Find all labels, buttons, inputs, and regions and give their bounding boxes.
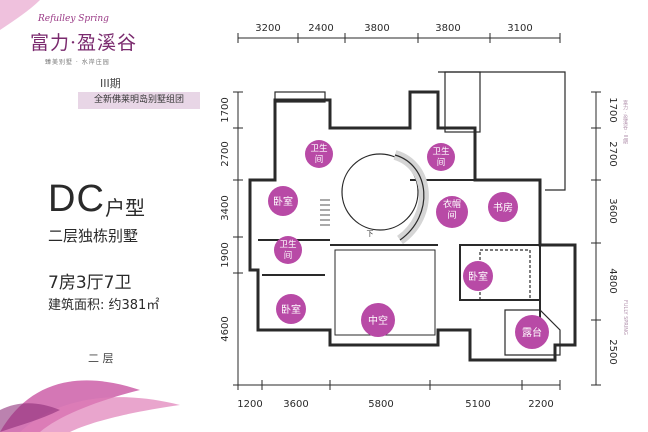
- brand-slogan: 臻美别墅 · 水岸庄园: [45, 59, 110, 66]
- room-marker-bath2: [427, 143, 455, 171]
- room-study: 书房: [493, 201, 513, 214]
- room-bath3-line1: 卫生: [279, 239, 297, 250]
- room-bedroom2: 卧室: [468, 270, 488, 283]
- room-bath1-line2: 间: [315, 155, 324, 165]
- room-bath2-line2: 间: [437, 158, 446, 168]
- room-marker-bedroom1: [268, 186, 298, 216]
- floor-label: 二 层: [88, 352, 114, 365]
- project-banner: 全新佛莱明岛别墅组团: [78, 92, 200, 109]
- dim-right-5: 2500: [607, 339, 618, 364]
- room-marker-bedroom3: [276, 294, 306, 324]
- dimension-labels: 3200 2400 3800 3800 3100 1200 3600 5800 …: [237, 23, 553, 410]
- unit-type-code: DC: [48, 178, 105, 220]
- villa-type: 二层独栋别墅: [48, 227, 139, 245]
- dim-top-1: 3200: [255, 23, 280, 34]
- room-marker-closet: [436, 196, 468, 228]
- room-bedroom3: 卧室: [281, 303, 301, 316]
- dim-left-1: 1700: [220, 97, 231, 122]
- brand-logo: 富力·盈溪谷: [30, 32, 138, 54]
- room-count: 7房3厅7卫: [48, 273, 132, 293]
- brand-script-logo: Refulley Spring: [38, 14, 109, 24]
- floor-area: 建筑面积: 约381㎡: [48, 298, 160, 313]
- dim-top-5: 3100: [507, 23, 532, 34]
- room-labels: 卫生 间 卫生 间 卧室 衣帽 间 书房 卫生 间 卧室 卧室 中空 露台 下: [268, 140, 549, 349]
- room-marker-bath1: [305, 140, 333, 168]
- dim-left-4: 1900: [220, 242, 231, 267]
- dim-bottom-3: 5800: [368, 399, 393, 410]
- room-bath3-line2: 间: [284, 251, 293, 261]
- decorative-petals: [0, 380, 180, 432]
- room-closet-line1: 衣帽: [443, 198, 461, 210]
- dim-top-3: 3800: [364, 23, 389, 34]
- room-marker-study: [488, 192, 518, 222]
- room-void: 中空: [368, 314, 388, 327]
- decorative-corner-petal: [0, 0, 40, 30]
- room-terrace: 露台: [522, 326, 542, 339]
- room-closet-line2: 间: [447, 209, 456, 221]
- dim-bottom-2: 3600: [283, 399, 308, 410]
- room-marker-void: [361, 303, 395, 337]
- dim-top-2: 2400: [308, 23, 333, 34]
- dim-right-1: 1700: [607, 97, 618, 122]
- side-text-bottom: FULLY SPRING: [622, 300, 628, 335]
- phase-label: III期: [100, 77, 121, 90]
- dim-bottom-5: 2200: [528, 399, 553, 410]
- room-marker-bedroom2: [463, 261, 493, 291]
- room-bedroom1: 卧室: [273, 195, 293, 208]
- room-marker-terrace: [515, 315, 549, 349]
- dim-bottom-1: 1200: [237, 399, 262, 410]
- unit-type-suffix: 户型: [105, 196, 145, 220]
- dim-left-5: 4600: [220, 316, 231, 341]
- dim-top-4: 3800: [435, 23, 460, 34]
- dim-left-2: 2700: [220, 141, 231, 166]
- dim-bottom-4: 5100: [465, 399, 490, 410]
- room-marker-bath3: [274, 236, 302, 264]
- dim-right-4: 4800: [607, 268, 618, 293]
- dim-left-3: 3400: [220, 195, 231, 220]
- dim-right-3: 3600: [607, 198, 618, 223]
- side-text-top: 富力 · 盈溪谷 · III期: [622, 100, 628, 144]
- room-bath1-line1: 卫生: [310, 143, 328, 154]
- stair-down-label: 下: [367, 230, 374, 238]
- dim-right-2: 2700: [607, 141, 618, 166]
- room-bath2-line1: 卫生: [432, 146, 450, 157]
